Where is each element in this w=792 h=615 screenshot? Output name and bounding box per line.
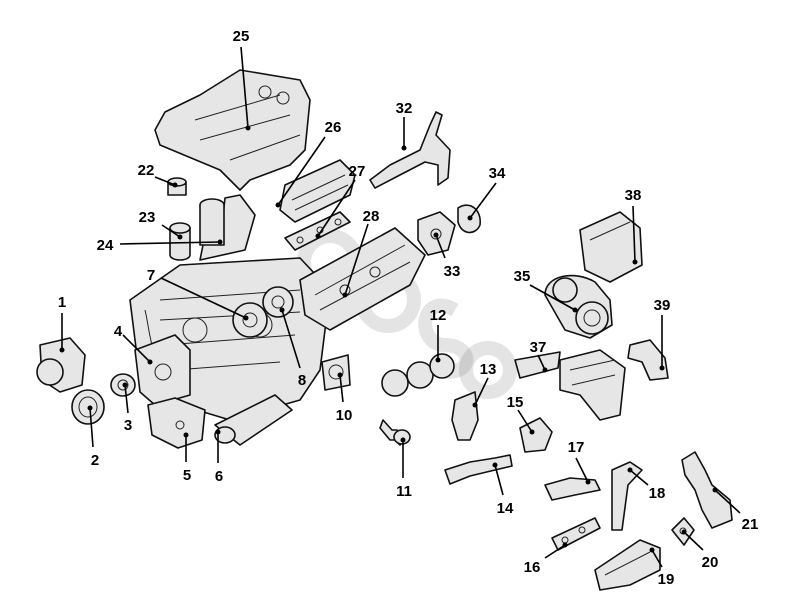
part-5-bracket: [147, 397, 206, 449]
label-1: 1: [58, 294, 66, 311]
label-27: 27: [349, 163, 366, 180]
label-6: 6: [215, 468, 223, 485]
label-10: 10: [336, 407, 353, 424]
part-4-housing: [134, 334, 191, 406]
label-13: 13: [480, 361, 497, 378]
label-24: 24: [97, 237, 114, 254]
label-38: 38: [625, 187, 642, 204]
part-1-water-pump: [36, 337, 86, 393]
label-2: 2: [91, 452, 99, 469]
label-22: 22: [138, 162, 155, 179]
label-32: 32: [396, 100, 413, 117]
part-12-intake-pieces: [381, 353, 455, 397]
part-26-valve-cover: [279, 159, 356, 223]
part-6-oil-cooler: [214, 394, 293, 446]
label-11: 11: [396, 483, 412, 500]
part-11-bolt: [379, 419, 411, 446]
label-26: 26: [325, 119, 342, 136]
part-28-cylinder-head: [299, 227, 426, 331]
part-27-gasket: [284, 211, 351, 251]
label-15: 15: [507, 394, 524, 411]
leader-lines: [59, 46, 741, 568]
part-14-pipe: [444, 454, 513, 485]
part-25-engine-cover: [154, 69, 311, 191]
part-7-gear: [232, 302, 268, 338]
part-32-hose: [369, 111, 451, 189]
part-17-pipe: [544, 477, 601, 501]
label-18: 18: [649, 485, 666, 502]
label-8: 8: [298, 372, 306, 389]
part-19-exhaust-manifold: [594, 539, 661, 591]
label-28: 28: [363, 208, 380, 225]
part-13-valve: [451, 391, 479, 441]
label-37: 37: [530, 339, 547, 356]
part-15-egr-valve: [519, 417, 553, 453]
label-5: 5: [183, 467, 191, 484]
label-12: 12: [430, 307, 447, 324]
callout-labels: 1 2 3 4 5 6 7 8 10 11 12 13 14 15 16 17 …: [58, 28, 759, 588]
part-38-turbo-heat-shield: [579, 211, 643, 283]
part-37-gasket: [514, 351, 561, 379]
label-34: 34: [489, 165, 506, 182]
part-24-oil-filter-housing: [199, 194, 256, 261]
label-14: 14: [497, 500, 514, 517]
part-18-pipe: [611, 461, 643, 531]
label-39: 39: [654, 297, 671, 314]
label-23: 23: [139, 209, 156, 226]
label-3: 3: [124, 417, 132, 434]
label-7: 7: [147, 267, 155, 284]
label-20: 20: [702, 554, 719, 571]
label-25: 25: [233, 28, 250, 45]
part-10-sensor: [321, 354, 351, 391]
label-33: 33: [444, 263, 461, 280]
label-16: 16: [524, 559, 541, 576]
label-21: 21: [742, 516, 759, 533]
label-17: 17: [568, 439, 585, 456]
part-8-gear: [262, 286, 294, 318]
part-35-turbocharger: [544, 274, 613, 339]
exhaust-manifold: [559, 349, 626, 421]
part-16-manifold-gasket: [551, 517, 601, 551]
part-21-downpipe: [681, 451, 733, 529]
part-23-oil-filter: [169, 222, 191, 261]
part-39-elbow-pipe: [627, 339, 669, 381]
label-19: 19: [658, 571, 675, 588]
label-35: 35: [514, 268, 531, 285]
label-4: 4: [114, 323, 123, 340]
